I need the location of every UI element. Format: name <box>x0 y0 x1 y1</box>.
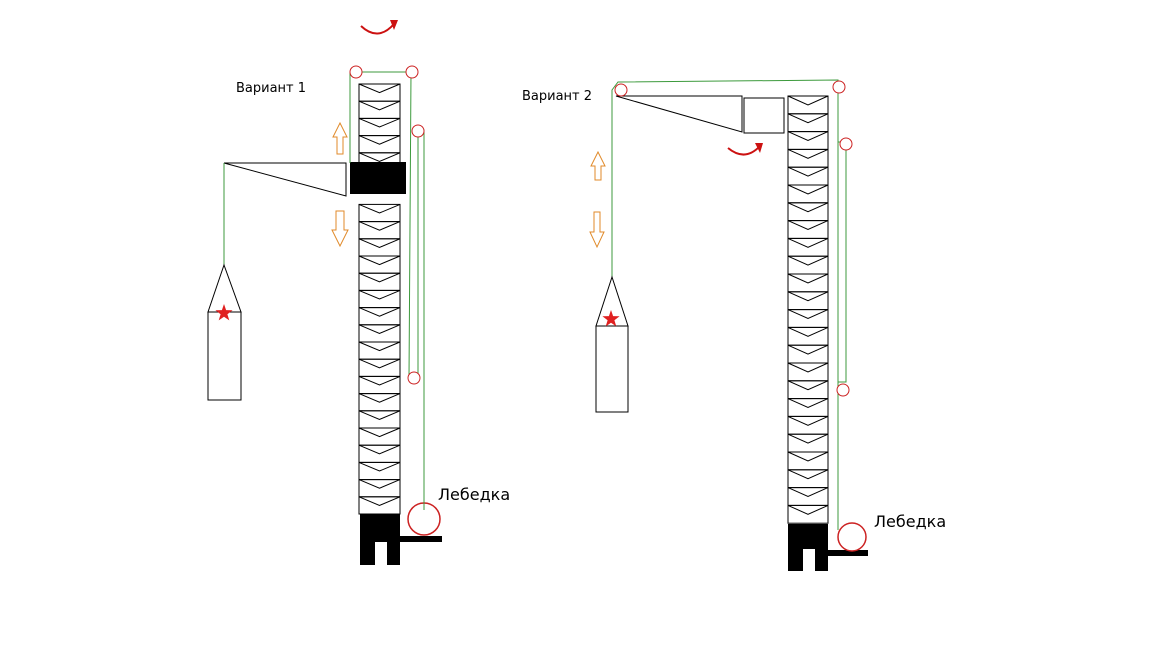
mast-segment <box>787 487 829 498</box>
mast-segment <box>358 255 401 266</box>
mast-segment <box>787 344 829 355</box>
mast-segment <box>358 341 401 352</box>
mast-segment <box>787 166 829 177</box>
rotation-arrow-icon <box>727 145 761 156</box>
arrow-up-icon <box>590 150 606 181</box>
rotation-arrowhead-icon <box>390 20 398 30</box>
variant-2-label: Вариант 2 <box>522 89 592 104</box>
mast-segment <box>787 255 829 266</box>
mast-segment <box>358 375 401 386</box>
mast-segment <box>787 113 829 124</box>
mast-segment <box>787 148 829 159</box>
mast-segment <box>787 291 829 302</box>
variant-2: Вариант 2 Лебедка <box>522 79 946 571</box>
mast-segment <box>787 95 829 106</box>
winch-platform <box>828 550 868 556</box>
climbing-collar <box>350 162 406 194</box>
mast-segment <box>787 504 829 515</box>
mast-segment <box>358 100 401 111</box>
mast-segment <box>358 461 401 472</box>
mast-segment <box>358 324 401 334</box>
mast-segment <box>358 496 401 506</box>
mast-segment <box>787 326 829 337</box>
pulley <box>407 371 421 385</box>
mast-segment <box>358 135 401 145</box>
arrow-up-icon <box>332 121 348 155</box>
slewing-block <box>743 97 785 134</box>
pulley <box>836 383 850 397</box>
pulley <box>839 137 853 151</box>
mast-segment <box>787 309 829 320</box>
jib <box>615 95 743 133</box>
mast-segment <box>358 272 401 283</box>
mast-segment <box>358 427 401 438</box>
rotation-arrow-icon <box>360 23 395 35</box>
mast-segment <box>787 131 829 142</box>
mast-segment <box>787 469 829 480</box>
star-icon <box>215 304 233 321</box>
winch-drum <box>837 522 867 552</box>
mast-segment <box>358 117 401 128</box>
mast-segment <box>787 398 829 409</box>
arrow-down-icon <box>589 211 605 249</box>
mast-segment <box>787 362 829 373</box>
mast-segment <box>358 221 401 231</box>
pulley <box>832 80 846 94</box>
mast-segment <box>358 479 401 489</box>
winch-platform <box>400 536 442 542</box>
mast-segment <box>787 504 829 524</box>
mast-segment <box>787 433 829 444</box>
pulley <box>411 124 425 138</box>
load-body <box>207 311 242 401</box>
mast-lattice <box>358 83 401 515</box>
mast-segment <box>358 152 401 162</box>
jib <box>223 162 347 197</box>
star-icon <box>602 310 620 327</box>
mast-segment <box>358 289 401 300</box>
mast-segment <box>358 358 401 369</box>
mast-segment <box>358 203 401 214</box>
mast-segment <box>787 273 829 284</box>
mast-segment <box>358 393 401 403</box>
winch-label: Лебедка <box>438 485 510 504</box>
mast-segment <box>358 83 401 94</box>
mast-segment <box>787 237 829 248</box>
mast-segment <box>787 415 829 426</box>
variant-1-label: Вариант 1 <box>236 81 306 96</box>
mast-segment <box>358 410 401 420</box>
pulley <box>614 83 628 97</box>
mast-segment <box>358 307 401 317</box>
arrow-down-icon <box>331 210 349 248</box>
mast-lattice <box>787 95 829 524</box>
pulley <box>349 65 363 79</box>
pulley <box>405 65 419 79</box>
mast-segment <box>787 451 829 462</box>
mast-segment <box>787 380 829 391</box>
load-top <box>207 263 242 313</box>
mast-segment <box>358 444 401 455</box>
base-opening <box>375 542 387 565</box>
winch-label: Лебедка <box>874 512 946 531</box>
base-opening <box>803 549 815 571</box>
mast-segment <box>787 184 829 195</box>
rotation-arrowhead-icon <box>755 143 763 153</box>
mast-segment <box>787 220 829 231</box>
hoist-rope <box>611 79 847 530</box>
mast-segment <box>358 238 401 248</box>
mast-segment <box>787 202 829 213</box>
variant-1: Вариант 1 Лебедка <box>207 20 510 565</box>
load-body <box>595 325 629 413</box>
